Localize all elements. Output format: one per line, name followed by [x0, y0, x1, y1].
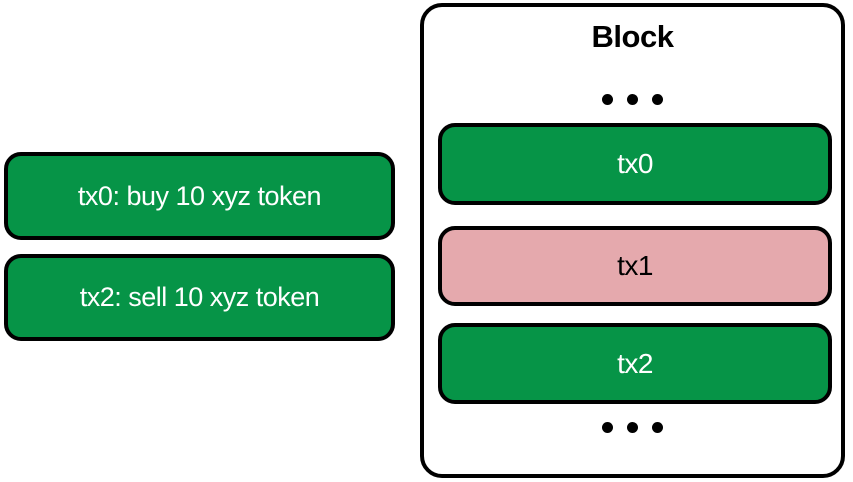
pending-transaction-box-tx2: tx2: sell 10 xyz token	[4, 254, 395, 341]
pending-transaction-label: tx0: buy 10 xyz token	[77, 180, 322, 211]
block-transaction-label: tx0	[617, 148, 653, 179]
dot-icon	[627, 422, 638, 433]
block-title: Block	[591, 19, 674, 54]
block-transaction-box-tx1: tx1	[438, 226, 832, 306]
dot-icon	[602, 94, 613, 105]
pending-transaction-label: tx2: sell 10 xyz token	[79, 282, 320, 312]
block-container: Block tx0 tx1 tx2	[420, 3, 845, 478]
block-transaction-box-tx2: tx2	[438, 323, 832, 404]
block-transaction-label: tx1	[617, 250, 653, 281]
ellipsis-icon	[424, 94, 841, 105]
pending-transaction-box-tx0: tx0: buy 10 xyz token	[4, 152, 395, 240]
ellipsis-icon	[424, 422, 841, 433]
dot-icon	[652, 94, 663, 105]
block-transaction-label: tx2	[617, 347, 653, 379]
block-transaction-box-tx0: tx0	[438, 123, 832, 205]
dot-icon	[602, 422, 613, 433]
dot-icon	[652, 422, 663, 433]
dot-icon	[627, 94, 638, 105]
